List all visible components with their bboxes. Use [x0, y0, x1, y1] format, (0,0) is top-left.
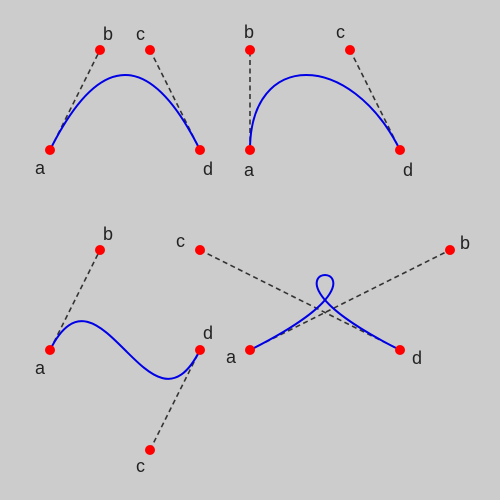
control-point-d[interactable]: [395, 145, 405, 155]
bezier-curve: [249, 74, 401, 151]
control-point-a[interactable]: [45, 345, 55, 355]
label-c: c: [136, 456, 145, 476]
control-point-c[interactable]: [145, 45, 155, 55]
handle-line-cd: [149, 349, 201, 451]
label-d: d: [203, 159, 213, 179]
control-point-c[interactable]: [195, 245, 205, 255]
handle-line-cd: [149, 49, 201, 151]
bezier-diagram-bottom-left: a b c d: [35, 224, 213, 476]
control-point-b[interactable]: [95, 245, 105, 255]
label-a: a: [35, 358, 46, 378]
label-a: a: [226, 347, 237, 367]
label-a: a: [35, 158, 46, 178]
bezier-diagram-top-right: a b c d: [244, 22, 413, 180]
control-point-d[interactable]: [195, 345, 205, 355]
control-point-c[interactable]: [345, 45, 355, 55]
control-point-a[interactable]: [245, 345, 255, 355]
control-point-b[interactable]: [245, 45, 255, 55]
label-b: b: [103, 224, 113, 244]
bezier-diagram-top-left: a b c d: [35, 24, 213, 179]
control-point-a[interactable]: [45, 145, 55, 155]
label-a: a: [244, 160, 255, 180]
handle-line-cd: [199, 249, 401, 351]
label-c: c: [336, 22, 345, 42]
handle-line-ab: [249, 249, 451, 351]
label-d: d: [403, 160, 413, 180]
control-point-b[interactable]: [95, 45, 105, 55]
bezier-curve: [249, 274, 401, 351]
control-point-c[interactable]: [145, 445, 155, 455]
control-point-d[interactable]: [395, 345, 405, 355]
label-b: b: [103, 24, 113, 44]
handle-line-ab: [49, 249, 101, 351]
label-b: b: [244, 22, 254, 42]
label-d: d: [412, 348, 422, 368]
handle-line-cd: [349, 49, 401, 151]
bezier-diagram-bottom-right: a b c d: [176, 231, 470, 368]
bezier-curve: [49, 320, 201, 380]
control-point-a[interactable]: [245, 145, 255, 155]
label-c: c: [136, 24, 145, 44]
bezier-curve: [49, 74, 201, 151]
label-c: c: [176, 231, 185, 251]
control-point-d[interactable]: [195, 145, 205, 155]
label-d: d: [203, 323, 213, 343]
label-b: b: [460, 233, 470, 253]
control-point-b[interactable]: [445, 245, 455, 255]
